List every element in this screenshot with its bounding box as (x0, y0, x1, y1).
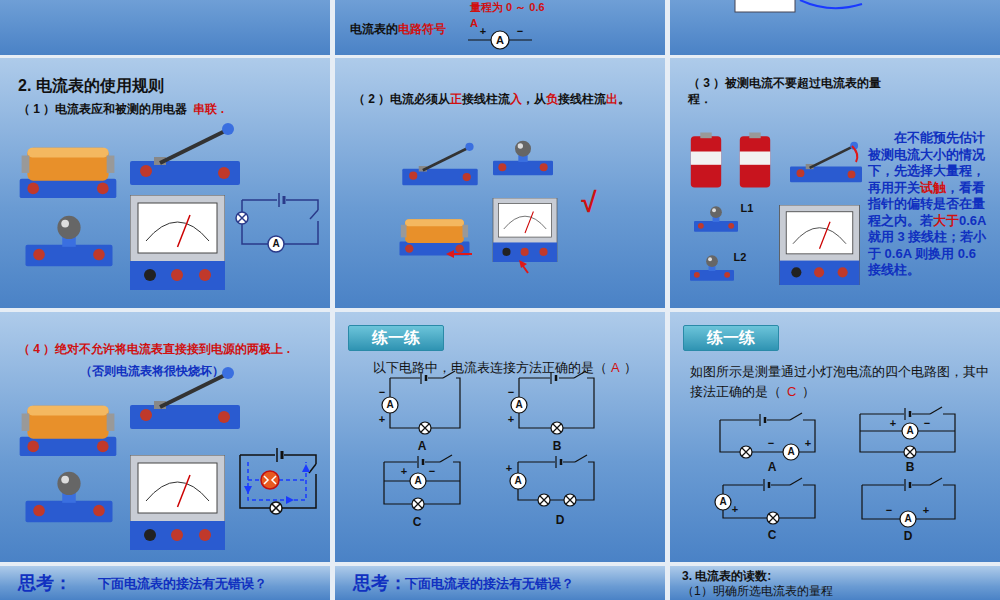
text-run: 思考： (18, 573, 72, 593)
text-line: （ 1 ）电流表应和被测的用电器串联 . (18, 102, 224, 118)
circuit-label: + (732, 504, 738, 515)
text-run: （ 2 ）电流必须从 (353, 92, 450, 106)
circuit-label: − (924, 418, 930, 429)
text-run: （ 3 ）被测电流不要超过电流表的量程． (688, 76, 881, 106)
tab-text: 练一练 (707, 328, 755, 349)
circuit-label: A (904, 514, 911, 524)
circuit-label: + (923, 505, 929, 516)
circuit-label: + (480, 26, 486, 37)
circuit-label: B (906, 461, 915, 473)
text-run: 电路符号 (398, 22, 446, 36)
circuit-label: A (906, 426, 913, 436)
text-line: （1）明确所选电流表的量程 (682, 584, 833, 600)
circuit-label: + (805, 438, 811, 449)
tab-text: 练一练 (372, 328, 420, 349)
circuit-label: + (401, 466, 407, 477)
text-line: （ 3 ）被测电流不要超过电流表的量程． (688, 76, 903, 107)
text-line: 如图所示是测量通过小灯泡电流的四个电路图，其中接法正确的是（C ） (690, 362, 990, 402)
text-run: A (611, 360, 620, 375)
text-line: 下面电流表的接法有无错误？ (98, 576, 267, 593)
circuit-label: + (508, 414, 514, 425)
text-line: 电流表的电路符号 (350, 22, 446, 38)
text-run: 入 (510, 92, 522, 106)
slide-panel: 3. 电流表的读数:（1）明确所选电流表的量程 (670, 566, 1000, 600)
text-run: 接线柱流 (558, 92, 606, 106)
circuit-label: √ (581, 189, 596, 217)
text-line: 思考： (353, 572, 407, 595)
text-run: （1）明确所选电流表的量程 (682, 584, 833, 598)
text-line: （ 4 ）绝对不允许将电流表直接接到电源的两极上 . (18, 342, 290, 358)
tab-label: 练一练 (683, 325, 779, 351)
text-run: 下面电流表的接法有无错误？ (98, 576, 267, 591)
circuit-label: A (719, 497, 726, 507)
text-run: 试触 (920, 180, 946, 195)
text-run: 2. 电流表的使用规则 (18, 77, 164, 94)
circuit-label: − (886, 505, 892, 516)
circuit-label: + (506, 463, 512, 474)
text-run: ） (624, 360, 637, 375)
circuit-label: A (418, 440, 427, 452)
text-run: C (787, 384, 796, 399)
slide-panel: （ 2 ）电流必须从正接线柱流入，从负接线柱流出。 (335, 58, 665, 308)
circuit-label: A (496, 35, 504, 46)
text-run: 如图所示是测量通过小灯泡电流的四个电路图，其中接法正确的是（ (690, 364, 989, 399)
text-run: 量程为 0 ～ 0.6 (470, 1, 545, 13)
circuit-label: − (768, 438, 774, 449)
circuit-label: L1 (741, 203, 754, 214)
tab-label: 练一练 (348, 325, 444, 351)
circuit-label: − (429, 466, 435, 477)
text-run: 3. 电流表的读数: (682, 569, 771, 583)
text-run: ，从 (522, 92, 546, 106)
circuit-label: + (379, 414, 385, 425)
text-run: （否则电流表将很快烧坏） (80, 364, 224, 378)
text-line: 3. 电流表的读数: (682, 569, 771, 585)
circuit-label: A (787, 447, 794, 457)
circuit-label: − (508, 387, 514, 398)
text-line: 下面电流表的接法有无错误？ (405, 576, 574, 593)
circuit-label: − (379, 387, 385, 398)
circuit-label: A (272, 239, 279, 249)
text-run: 串联 . (193, 102, 224, 116)
text-line: （ 2 ）电流必须从正接线柱流入，从负接线柱流出。 (353, 92, 630, 108)
text-run: 思考： (353, 573, 407, 593)
text-run: 大于 (933, 213, 959, 228)
circuit-label: D (904, 530, 913, 542)
text-line: 在不能预先估计被测电流大小的情况下，先选择大量程，再用开关试触，看看指针的偏转是… (868, 130, 992, 279)
text-run: 电流表的 (350, 22, 398, 36)
text-run: 以下电路中，电流表连接方法正确的是（ (373, 360, 607, 375)
text-run: 接线柱流 (462, 92, 510, 106)
text-line: （否则电流表将很快烧坏） (80, 364, 224, 380)
circuit-label: D (556, 514, 565, 526)
circuit-label: C (768, 529, 777, 541)
text-run: 。 (618, 92, 630, 106)
circuit-label: A (515, 400, 522, 410)
circuit-label: − (517, 26, 523, 37)
circuit-label: A (470, 18, 478, 29)
circuit-label: A (386, 400, 393, 410)
text-line: 2. 电流表的使用规则 (18, 76, 164, 97)
text-run: 负 (546, 92, 558, 106)
text-line: 以下电路中，电流表连接方法正确的是（ A ） (373, 360, 637, 377)
slide-panel: 思考： 下面电流表的接法有无错误？ (0, 566, 330, 600)
circuit-label: + (890, 418, 896, 429)
circuit-label: C (413, 516, 422, 528)
text-run: ） (802, 384, 815, 399)
circuit-label: B (553, 440, 562, 452)
circuit-label: A (414, 476, 421, 486)
text-run: 出 (606, 92, 618, 106)
text-run: 下面电流表的接法有无错误？ (405, 576, 574, 591)
text-run: （ 1 ）电流表应和被测的用电器 (18, 102, 187, 116)
circuit-label: A (768, 461, 777, 473)
text-run: （ 4 ）绝对不允许将电流表直接接到电源的两极上 . (18, 342, 290, 356)
text-run: 正 (450, 92, 462, 106)
slide-panel: 思考：下面电流表的接法有无错误？ (335, 566, 665, 600)
circuit-label: A (514, 476, 521, 486)
slide-panel: 以下电路中，电流表连接方法正确的是（ A ） 练一练 (335, 312, 665, 562)
text-line: 思考： (18, 572, 72, 595)
text-line: 量程为 0 ～ 0.6 (470, 0, 545, 14)
circuit-label: L2 (734, 252, 747, 263)
